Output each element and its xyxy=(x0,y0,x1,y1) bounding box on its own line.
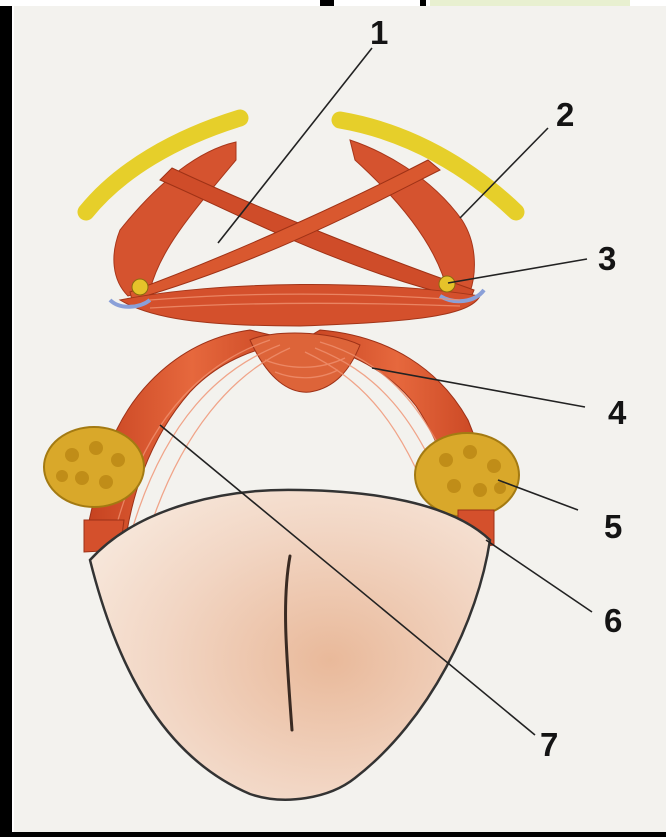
tongue-shape xyxy=(90,490,490,800)
central-muscle-knot xyxy=(250,333,360,392)
label-5: 5 xyxy=(604,510,622,543)
right-nodule xyxy=(439,276,455,292)
left-gland xyxy=(44,427,144,507)
label-4: 4 xyxy=(608,396,626,429)
label-7: 7 xyxy=(540,728,558,761)
right-gland xyxy=(415,433,519,517)
label-1: 1 xyxy=(370,16,388,49)
left-nodule xyxy=(132,279,148,295)
label-3: 3 xyxy=(598,242,616,275)
label-2: 2 xyxy=(556,98,574,131)
label-6: 6 xyxy=(604,604,622,637)
